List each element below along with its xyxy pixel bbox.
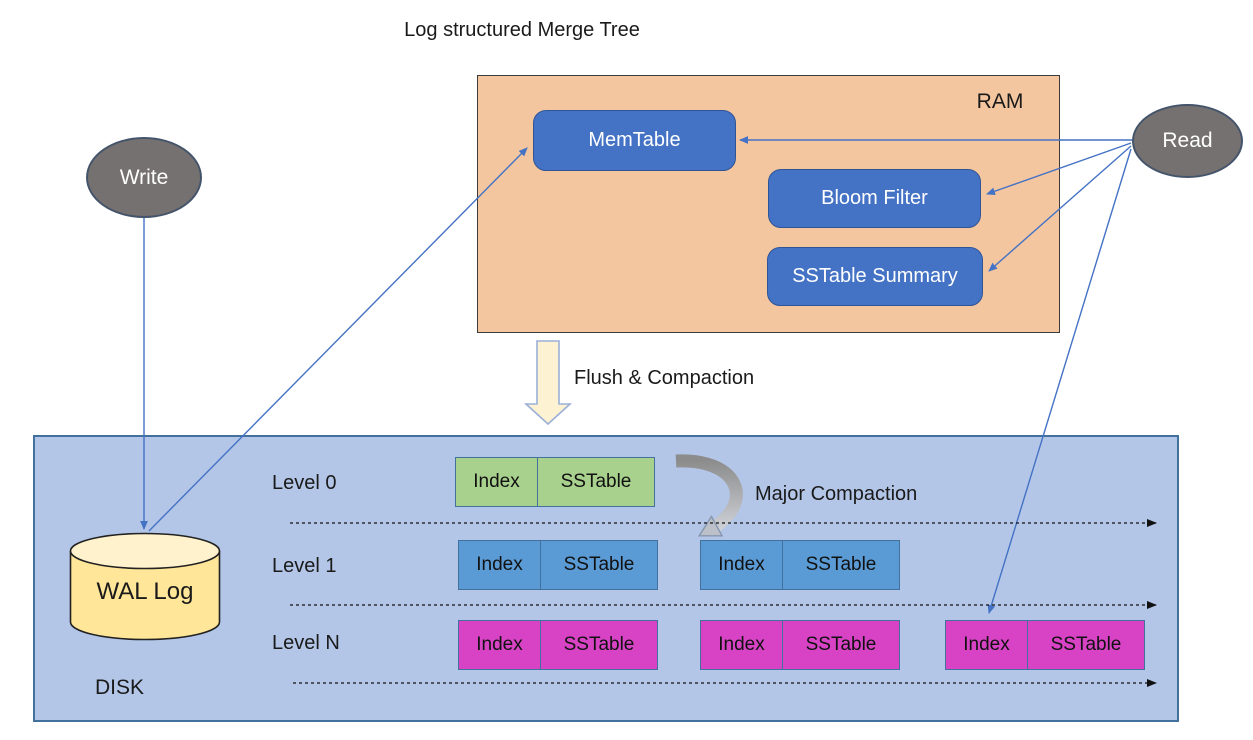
levelN-sstable-box-2: Index SSTable xyxy=(700,620,900,670)
diagram-title: Log structured Merge Tree xyxy=(404,19,640,41)
index-cell: Index xyxy=(459,541,541,589)
levelN-sstable-box-1: Index SSTable xyxy=(458,620,658,670)
sstable-cell: SSTable xyxy=(1050,634,1122,655)
level-1-label: Level 1 xyxy=(272,555,337,577)
index-cell: Index xyxy=(701,541,783,589)
write-node: Write xyxy=(86,137,202,218)
sstable-cell: SSTable xyxy=(805,554,877,575)
sstable-summary-node: SSTable Summary xyxy=(767,247,983,306)
ram-label: RAM xyxy=(976,90,1024,113)
sstable-cell: SSTable xyxy=(560,471,632,492)
level1-sstable-box-2: Index SSTable xyxy=(700,540,900,590)
memtable-node: MemTable xyxy=(533,110,736,171)
sstable-cell: SSTable xyxy=(563,634,635,655)
level-n-label: Level N xyxy=(272,632,340,654)
flush-compaction-label: Flush & Compaction xyxy=(574,367,755,389)
read-node: Read xyxy=(1132,104,1243,178)
bloom-filter-node: Bloom Filter xyxy=(768,169,981,228)
sstable-cell: SSTable xyxy=(805,634,877,655)
levelN-sstable-box-3: Index SSTable xyxy=(945,620,1145,670)
disk-label: DISK xyxy=(95,676,145,699)
index-cell: Index xyxy=(456,458,538,506)
level1-sstable-box-1: Index SSTable xyxy=(458,540,658,590)
level0-sstable-box: Index SSTable xyxy=(455,457,655,507)
index-cell: Index xyxy=(946,621,1028,669)
index-cell: Index xyxy=(701,621,783,669)
wal-log-label: WAL Log xyxy=(96,578,194,605)
major-compaction-label: Major Compaction xyxy=(755,483,918,505)
level-0-label: Level 0 xyxy=(272,472,337,494)
sstable-cell: SSTable xyxy=(563,554,635,575)
flush-block-arrow xyxy=(523,340,573,426)
index-cell: Index xyxy=(459,621,541,669)
